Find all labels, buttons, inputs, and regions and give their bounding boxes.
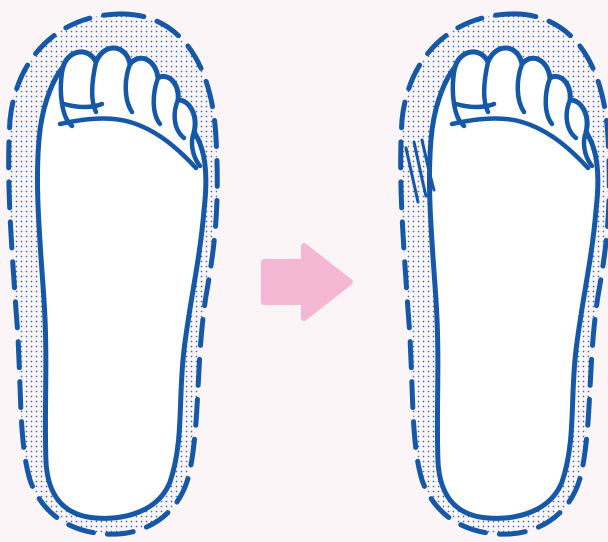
right-arrow-icon — [264, 246, 350, 318]
right-foot-figure — [401, 14, 608, 534]
left-foot-figure — [9, 14, 218, 534]
